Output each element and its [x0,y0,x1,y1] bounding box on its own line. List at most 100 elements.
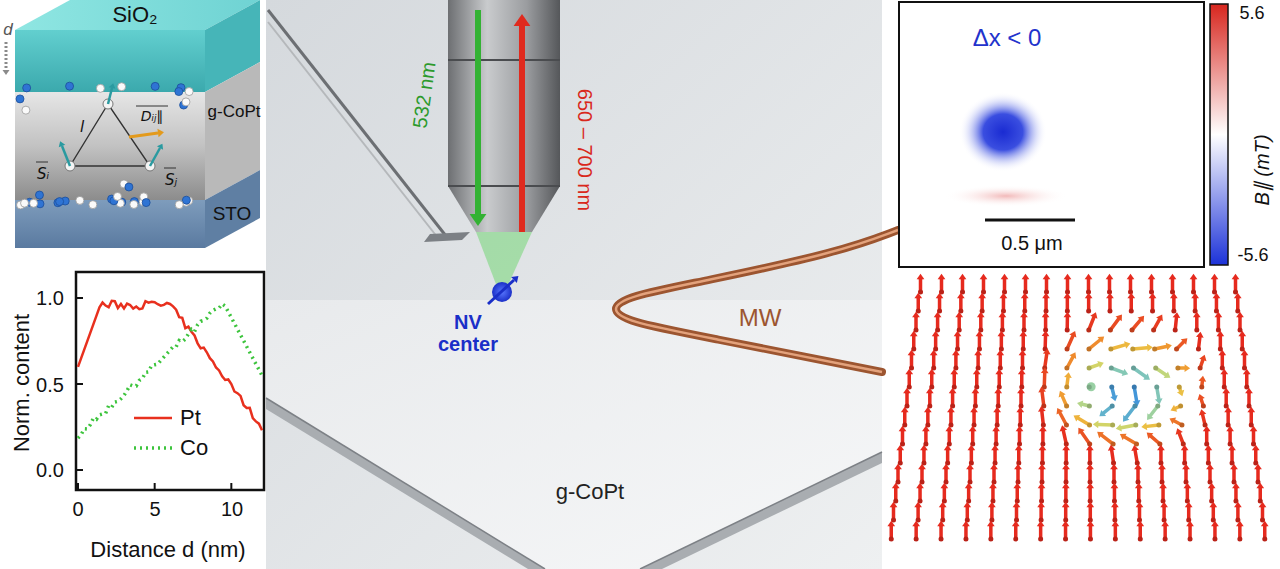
spin-head [939,502,947,508]
spin-cone [1111,483,1119,504]
legend-line [134,417,172,420]
spin-head [1169,418,1176,425]
spin-base [993,461,998,466]
spin-cone [926,388,934,409]
spin-cone [1020,312,1028,333]
spin-head [972,388,980,394]
spin-base [1108,347,1113,352]
sio2-layer: SiO₂ [15,0,260,92]
atom [89,201,97,209]
spin-cone [1170,293,1178,314]
spin-head [1019,331,1027,337]
spin-head [1022,274,1030,280]
spin-head [938,274,946,280]
spin-cone [1191,293,1199,314]
spin-cone [922,426,930,447]
spin-head [887,521,895,527]
spin-cone [1112,521,1120,542]
spin-cone [1259,502,1267,523]
spin-head [1186,521,1194,527]
spin-base [1201,404,1206,409]
spin-cone [1185,502,1193,523]
spin-cone [942,464,950,485]
spin-base [998,366,1003,371]
spin-head [1158,464,1166,470]
spin-head [1013,502,1021,508]
depth-symbol: d [3,21,12,40]
spin-base [1161,499,1166,504]
spin-head [1217,331,1225,337]
layer-name: g-CoPt [208,102,261,122]
spin-base [939,537,944,542]
spin-base [963,537,968,542]
spin-head [1213,293,1221,299]
spin-cone [1042,312,1050,333]
microwave-wire-highlight [616,230,898,372]
emission-wavelength: 650 – 700 nm [574,89,596,211]
spin-cone [966,464,974,485]
spin-base [1086,328,1091,333]
spin-cone [937,521,945,542]
y-axis-title: Norm. content [10,314,34,452]
spin-cone [1136,502,1144,523]
spin-head [1157,445,1165,451]
spin-head [1190,274,1198,280]
spin-head [1014,464,1022,470]
spin-head [1181,445,1189,451]
spin-cone [1230,464,1238,485]
spin-cone [1193,312,1201,333]
spin-cone [1254,464,1262,485]
spin-base [1150,309,1155,314]
spin-head [966,464,974,470]
spin-head [926,388,934,394]
bond-length-symbol: l [80,118,84,136]
spin-head [987,521,995,527]
spin-head [977,312,985,318]
cantilever [268,10,446,236]
spin-base [990,499,995,504]
atom [142,199,150,207]
spin-base [1156,423,1161,428]
spin-head [950,369,958,375]
spin-head [1147,413,1153,420]
spin-cone [1015,445,1023,466]
spin-head [894,464,902,470]
spin-cone [1000,293,1008,314]
spin-head [1127,293,1135,299]
spin-cone [1019,350,1027,371]
spin-base [1086,309,1091,314]
spin-head [1159,483,1167,489]
x-tick-label: 5 [149,498,160,520]
spin-head [999,312,1007,318]
spin-cone [968,445,976,466]
spin-cone [1012,521,1020,542]
spin-head [916,483,924,489]
spin-cone [1213,293,1221,314]
spin-cone [969,426,977,447]
spin-cone [1176,428,1186,446]
spin-base [1016,461,1021,466]
spin-head [910,331,918,337]
nv-axis-arrow-head [511,276,518,283]
atom [130,200,138,208]
map-ground [899,2,1204,267]
spin-cone [1086,445,1094,466]
spin-cone [1108,341,1130,351]
spin-head [947,407,955,413]
colorbar-min: -5.6 [1237,246,1268,266]
spin-head [1086,502,1094,508]
skyrmion-texture [887,274,1268,542]
spin-cone [908,350,916,371]
spin-head [1086,445,1094,451]
spin-head [1016,407,1024,413]
spin-cone [1130,344,1153,352]
spin-cone [1130,316,1145,333]
spin-head [957,293,965,299]
spin-cone [1131,366,1150,380]
objective-body [448,0,560,186]
spin-head [965,483,973,489]
layer-stack [3,0,261,248]
spin-cone [1243,369,1251,390]
spin-head [1074,415,1081,422]
spin-cone [1064,352,1076,370]
